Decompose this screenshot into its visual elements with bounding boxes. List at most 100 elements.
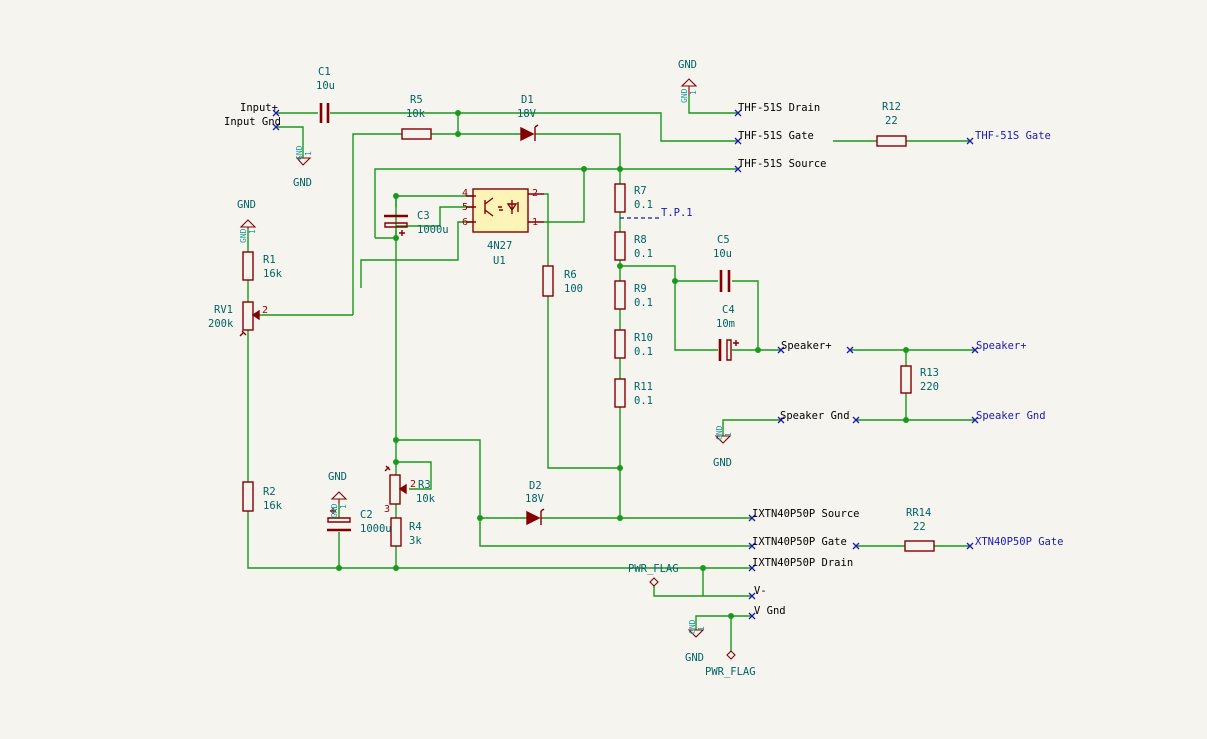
r10-ref: R10 [634, 332, 653, 344]
net-labels: Input+ Input Gnd THF-51S Drain THF-51S G… [224, 102, 1064, 617]
gnd-symbol-thf: GND 1 GND [678, 59, 698, 103]
d2-value: 18V [525, 493, 545, 505]
rr14-value: 22 [913, 521, 926, 533]
r6-ref: R6 [564, 269, 577, 281]
r4-ref: R4 [409, 521, 422, 533]
u1-pin-1: 1 [532, 217, 538, 228]
u1-value: 4N27 [487, 240, 512, 252]
r2-value: 16k [263, 500, 283, 512]
zener-diode-d2[interactable]: D2 18V [525, 480, 545, 526]
gnd-pin-number: 1 [248, 229, 257, 234]
capacitor-c1[interactable]: C1 10u [316, 66, 335, 123]
global-label-speaker-gnd: Speaker Gnd [976, 410, 1046, 422]
zener-diode-d1[interactable]: D1 18V [517, 94, 539, 142]
resistor-r1[interactable]: R1 16k [242, 251, 283, 281]
gnd-symbol-c2: GND 1 GND [328, 471, 348, 518]
gnd-pin-number: 1 [339, 504, 348, 509]
r9-ref: R9 [634, 283, 647, 295]
pwr-flag-vminus: PWR_FLAG [628, 563, 679, 587]
potentiometer-r3[interactable]: 2 3 R3 10k [384, 465, 436, 515]
label-ixtn-source: IXTN40P50P Source [752, 508, 859, 520]
gnd-label-input: GND [293, 177, 312, 189]
r8-ref: R8 [634, 234, 647, 246]
u1-pin-4: 4 [462, 188, 468, 199]
r4-value: 3k [409, 535, 422, 547]
r10-value: 0.1 [634, 346, 653, 358]
resistor-r5[interactable]: R5 10k [401, 94, 432, 140]
resistor-r12[interactable]: R12 22 [876, 101, 907, 147]
label-markers [272, 109, 979, 620]
gnd-pin-name: GND [680, 88, 689, 103]
d1-ref: D1 [521, 94, 534, 106]
resistor-r6[interactable]: R6 100 [542, 265, 583, 297]
test-point-tp1: T.P.1 [620, 207, 693, 219]
label-input-plus: Input+ [240, 102, 278, 114]
r2-ref: R2 [263, 486, 276, 498]
rr14-ref: RR14 [906, 507, 931, 519]
c2-ref: C2 [360, 509, 373, 521]
resistor-rr14[interactable]: RR14 22 [904, 507, 935, 552]
r11-value: 0.1 [634, 395, 653, 407]
resistor-r7[interactable]: R7 0.1 [614, 183, 653, 213]
resistor-r11[interactable]: R11 0.1 [614, 378, 653, 408]
wires [247, 96, 975, 651]
r13-ref: R13 [920, 367, 939, 379]
resistor-r4[interactable]: R4 3k [390, 517, 422, 547]
label-input-gnd: Input Gnd [224, 116, 281, 128]
r8-value: 0.1 [634, 248, 653, 260]
r3-value: 10k [416, 493, 436, 505]
resistor-r13[interactable]: R13 220 [900, 365, 939, 394]
resistor-r10[interactable]: R10 0.1 [614, 329, 653, 359]
r3-ref: R3 [418, 479, 431, 491]
rv1-wiper-pin: 2 [262, 305, 268, 316]
c3-value: 1000u [417, 224, 449, 236]
capacitor-c5[interactable]: C5 10u [713, 234, 732, 292]
gnd-label-r1: GND [237, 199, 256, 211]
resistor-r9[interactable]: R9 0.1 [614, 280, 653, 310]
gnd-label-vgnd: GND [685, 652, 704, 664]
tp1-label: T.P.1 [661, 207, 693, 219]
r12-value: 22 [885, 115, 898, 127]
label-v-gnd: V Gnd [754, 605, 786, 617]
gnd-pin-name: GND [688, 619, 697, 634]
resistor-r2[interactable]: R2 16k [242, 481, 283, 512]
r1-ref: R1 [263, 254, 276, 266]
global-label-speaker-plus: Speaker+ [976, 340, 1027, 352]
c1-value: 10u [316, 80, 335, 92]
c1-ref: C1 [318, 66, 331, 78]
gnd-pin-name: GND [239, 228, 248, 243]
global-label-xtn-gate: XTN40P50P Gate [975, 536, 1064, 548]
r9-value: 0.1 [634, 297, 653, 309]
gnd-symbol-vgnd: GND 1 GND [685, 619, 706, 664]
gnd-symbol-input: GND 1 GND [293, 145, 313, 189]
capacitor-c4[interactable]: C4 10m [716, 304, 739, 361]
gnd-pin-name: GND [295, 145, 304, 160]
u1-pin-2: 2 [532, 188, 538, 199]
gnd-symbol-speaker: GND 1 GND [713, 425, 733, 469]
r7-value: 0.1 [634, 199, 653, 211]
capacitor-c2[interactable]: C2 1000u [327, 508, 392, 535]
gnd-pin-name: GND [330, 503, 339, 518]
label-thf-drain: THF-51S Drain [738, 102, 820, 114]
gnd-label-speaker: GND [713, 457, 732, 469]
gnd-label-c2: GND [328, 471, 347, 483]
potentiometer-rv1[interactable]: 2 RV1 200k [208, 301, 268, 337]
rv1-ref: RV1 [214, 304, 233, 316]
gnd-pin-number: 1 [724, 432, 733, 437]
label-ixtn-gate: IXTN40P50P Gate [752, 536, 847, 548]
gnd-pin-number: 1 [689, 90, 698, 95]
d2-ref: D2 [529, 480, 542, 492]
r12-ref: R12 [882, 101, 901, 113]
optocoupler-u1[interactable]: 4 5 6 2 1 4N27 U1 [462, 188, 544, 267]
u1-ref: U1 [493, 255, 506, 267]
global-label-thf-gate: THF-51S Gate [975, 130, 1051, 142]
pwr-flag-label-1: PWR_FLAG [628, 563, 679, 575]
u1-pin-5: 5 [462, 202, 468, 213]
resistor-r8[interactable]: R8 0.1 [614, 231, 653, 261]
rv1-value: 200k [208, 318, 234, 330]
capacitor-c3[interactable]: C3 1000u [384, 210, 449, 236]
r13-value: 220 [920, 381, 939, 393]
pwr-flag-vgnd: PWR_FLAG [705, 650, 756, 678]
r11-ref: R11 [634, 381, 653, 393]
